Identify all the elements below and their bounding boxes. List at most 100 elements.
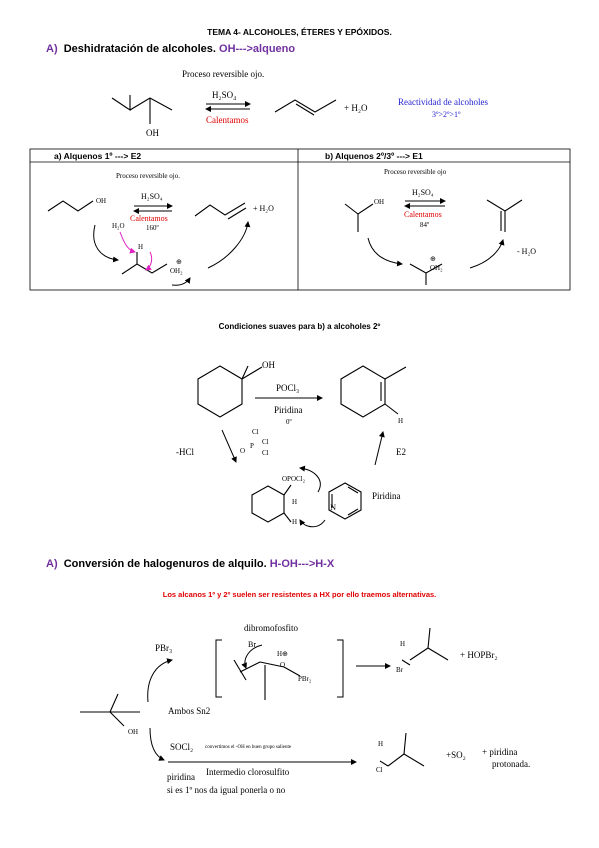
box-a-oh2: OH₂: [170, 267, 183, 275]
mild-h2: H: [292, 518, 298, 526]
butene-structure: [274, 99, 337, 116]
box-b-plus: ⊕: [430, 255, 436, 263]
box-b-reagent: H₂SO₄: [412, 188, 434, 197]
box-b-condition: Calentamos: [404, 210, 442, 219]
socl2-note: convertimos el -OH en buen grupo salient…: [205, 745, 292, 750]
water-product: + H₂O: [344, 103, 368, 113]
mild-h-prod: H: [398, 417, 404, 425]
intermediate-arrow: [241, 644, 391, 669]
box-a-water: + H₂O: [253, 204, 274, 213]
box-a-heading: a) Alquenos 1º ---> E2: [54, 151, 142, 161]
protonated-propanol: [121, 252, 168, 275]
mild-cl1: Cl: [252, 428, 259, 436]
isobutene-structure: [486, 199, 523, 232]
section-a-subtitle: OH--->alqueno: [219, 43, 296, 55]
br-prod-label: Br: [396, 666, 403, 674]
cyclohexyl-intermediate: [251, 484, 292, 523]
section-a-letter: A): [46, 43, 58, 55]
box-a-condition: Calentamos: [130, 214, 168, 223]
box-a-temp: 160º: [146, 224, 159, 232]
box-b-temp: 84º: [420, 221, 430, 229]
mild-h1: H: [292, 498, 298, 506]
butanol-structure: [111, 95, 173, 124]
hopbr2-label: + HOPBr₂: [460, 650, 498, 660]
section-a-heading: A) Deshidratación de alcoholes. OH--->al…: [46, 43, 295, 55]
mild-o: O: [240, 447, 246, 455]
piridina-prot-label: + piridina: [482, 747, 518, 757]
bromide-product: [401, 627, 449, 666]
box-b-reversible: Proceso reversible ojo: [384, 168, 447, 176]
mechanism-arrows-a: [93, 221, 251, 286]
reactivity-title: Reactividad de alcoholes: [398, 97, 488, 107]
box-a-reagent: H₂SO₄: [141, 192, 163, 201]
reagent-h2so4: H₂SO₄: [212, 90, 237, 100]
chloride-product: [379, 732, 425, 767]
br-label: Br: [248, 640, 256, 649]
equilibrium-arrows-a: [205, 101, 251, 112]
equilibrium-arrows-box-b: [404, 198, 446, 209]
intermediate-structure: [233, 659, 301, 700]
h-plus-label: H⊕: [277, 650, 288, 658]
box-b-oh: OH: [374, 198, 385, 206]
section-b-warning: Los alcanos 1º y 2º suelen ser resistent…: [162, 590, 437, 599]
section-b-arrows: [147, 658, 357, 765]
pyridine-structure: [328, 482, 362, 520]
mild-heading: Condiciones suaves para b) a alcoholes 2…: [218, 322, 381, 331]
h-prod2-label: H: [378, 740, 384, 748]
so2-label: +SO₂: [446, 750, 466, 760]
pbr2-label: PBr₂: [298, 675, 312, 683]
propanol-structure: [47, 200, 94, 212]
isopropanol-structure: [344, 203, 374, 232]
tert-alcohol-structure: [80, 693, 140, 727]
mild-oh: OH: [262, 360, 275, 370]
mechanism-arrows-b: [367, 237, 505, 269]
section-b-subtitle: H-OH--->H-X: [269, 558, 335, 570]
h-prod-label: H: [400, 640, 406, 648]
ambos-sn2: Ambos Sn2: [168, 706, 211, 716]
protonated-isopropanol: [409, 263, 443, 285]
mild-hcl: -HCl: [176, 447, 194, 457]
box-a-h2o: H₂O: [112, 222, 125, 230]
propene-structure: [194, 202, 247, 220]
protonada-label: protonada.: [492, 759, 531, 769]
methylcyclohexene-structure: [340, 365, 407, 418]
box-a-h: H: [138, 243, 144, 251]
section-a-title: Deshidratación de alcoholes.: [63, 43, 216, 55]
box-a-oh: OH: [96, 197, 107, 205]
brackets: [215, 639, 344, 698]
reaction-boxes: [29, 148, 571, 291]
mild-p: P: [250, 442, 254, 450]
intermedio-label: Intermedio clorosulfito: [206, 767, 290, 777]
pbr3-label: PBr₃: [155, 643, 173, 653]
socl2-label: SOCl₂: [170, 742, 194, 752]
piridina-label: piridina: [167, 772, 195, 782]
cl-prod-label: Cl: [376, 766, 383, 774]
oh-label-a: OH: [146, 128, 159, 138]
mild-cl2: Cl: [262, 438, 269, 446]
reactivity-order: 3º>2º>1º: [432, 110, 461, 119]
reversible-note: Proceso reversible ojo.: [182, 69, 265, 79]
box-a-reversible: Proceso reversible ojo.: [116, 172, 180, 180]
o-label: O: [280, 661, 286, 669]
dibromofosfito-label: dibromofosfito: [244, 623, 298, 633]
equilibrium-arrows-box-a: [133, 203, 173, 214]
mild-temp: 0º: [286, 418, 292, 426]
box-b-oh2: OH₂: [430, 264, 443, 272]
mild-reagent: POCl₃: [276, 383, 300, 393]
box-b-heading: b) Alquenos 2º/3º ---> E1: [325, 151, 423, 161]
page-title: TEMA 4- ALCOHOLES, ÉTERES Y EPÓXIDOS.: [207, 27, 392, 37]
box-a-plus: ⊕: [176, 258, 182, 266]
mild-mechanism-arrows: [221, 429, 385, 528]
box-b-water: - H₂O: [517, 247, 537, 256]
methylcyclohexanol-structure: [197, 365, 263, 418]
mild-piridina: Piridina: [372, 491, 401, 501]
mild-opocl2: OPOCl₂: [282, 475, 306, 483]
section-b-heading: A) Conversión de halogenuros de alquilo.…: [46, 558, 334, 570]
oh-label-b: OH: [128, 728, 139, 736]
mild-cl3: Cl: [262, 449, 269, 457]
si-es-note: si es 1º nos da igual ponerla o no: [167, 785, 286, 795]
section-b-title: Conversión de halogenuros de alquilo.: [63, 558, 267, 570]
mild-solvent: Piridina: [274, 405, 303, 415]
condition-calentamos: Calentamos: [206, 115, 249, 125]
